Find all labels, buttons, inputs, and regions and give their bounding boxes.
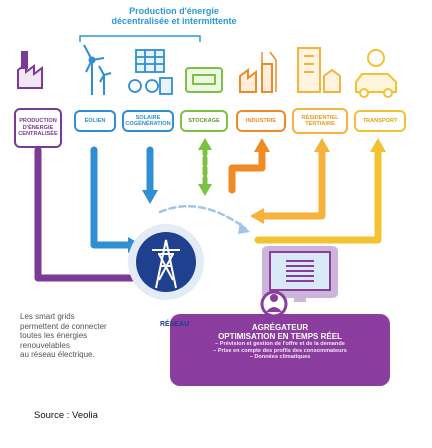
aggregator-text: AGRÉGATEUR OPTIMISATION EN TEMPS RÉEL – … xyxy=(180,323,380,361)
box-industrie: INDUSTRIE xyxy=(236,110,286,132)
wind-turbine-icon xyxy=(83,44,112,95)
aggregator-bullet: – Prévision et gestion de l'offre et de … xyxy=(215,341,345,347)
arrow-industrie xyxy=(228,146,266,194)
aggregator-bullet: – Données climatiques xyxy=(249,354,311,360)
battery-storage-icon xyxy=(185,67,223,93)
arrow-transport xyxy=(254,146,382,244)
box-eolien: ÉOLIEN xyxy=(74,110,116,132)
source-caption: Source : Veolia xyxy=(34,410,98,421)
building-icon xyxy=(297,47,341,93)
factory-icon xyxy=(17,51,43,89)
car-icon xyxy=(355,49,397,98)
solar-panel-icon xyxy=(128,49,173,95)
reseau-label: RÉSEAU xyxy=(160,321,190,328)
aggregator-group xyxy=(170,246,390,386)
industry-icon xyxy=(239,51,277,93)
reseau-grid-icon xyxy=(128,224,204,300)
aggregator-bullet: – Prise en compte des profils des consom… xyxy=(213,347,347,354)
aggregator-title: AGRÉGATEUR xyxy=(251,323,309,332)
header-bracket xyxy=(79,35,201,42)
aggregator-subtitle: OPTIMISATION EN TEMPS RÉEL xyxy=(218,332,342,341)
arrow-residentiel xyxy=(258,146,326,220)
dashed-grid-arc xyxy=(158,205,247,230)
box-transport: TRANSPORT xyxy=(354,110,406,132)
box-stockage: STOCKAGE xyxy=(180,110,228,132)
arrow-eolien xyxy=(90,146,134,249)
arrow-centralisee xyxy=(34,146,144,282)
